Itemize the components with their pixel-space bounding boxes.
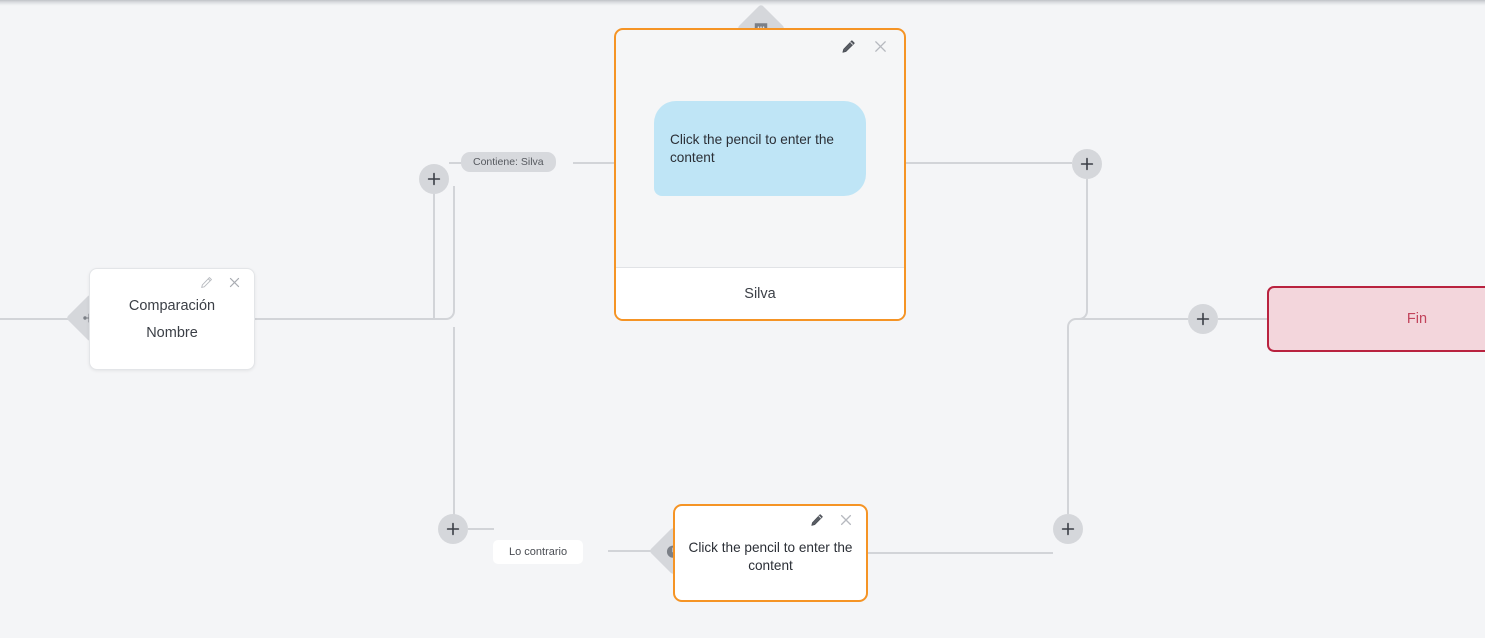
close-icon[interactable] [228, 276, 241, 289]
pencil-icon[interactable] [200, 276, 213, 289]
message-bubble[interactable]: Click the pencil to enter the content [654, 101, 866, 196]
message-node-2[interactable]: Click the pencil to enter the content [673, 504, 868, 602]
add-node-button-top-left[interactable] [419, 164, 449, 194]
pencil-icon[interactable] [810, 513, 824, 527]
add-node-button-end[interactable] [1188, 304, 1218, 334]
comparison-node-tools[interactable] [200, 276, 241, 289]
edge-rightplus-down-to-end [1078, 179, 1188, 320]
comparison-subtitle: Nombre [146, 324, 198, 341]
message-node[interactable]: Click the pencil to enter the content Si… [614, 28, 906, 321]
message-node-2-tools[interactable] [810, 513, 853, 527]
edge-compare-to-top-plus [255, 186, 455, 320]
message-node-2-text[interactable]: Click the pencil to enter the content [688, 540, 853, 573]
comparison-title: Comparación [128, 297, 216, 314]
edge-bottomright-up [1067, 318, 1079, 514]
close-icon[interactable] [839, 513, 853, 527]
add-node-button-top-right[interactable] [1072, 149, 1102, 179]
message-node-footer[interactable]: Silva [616, 267, 904, 319]
edge-label-contrario[interactable]: Lo contrario [493, 540, 584, 564]
window-chrome-strip [0, 0, 1485, 6]
comparison-node[interactable]: Comparación Nombre [89, 268, 255, 370]
close-icon[interactable] [873, 39, 888, 54]
end-node[interactable]: Fin [1267, 286, 1485, 352]
add-node-button-bottom-right[interactable] [1053, 514, 1083, 544]
message-node-tools[interactable] [841, 39, 888, 54]
message-node-body: Click the pencil to enter the content [616, 30, 904, 267]
pencil-icon[interactable] [841, 39, 856, 54]
edge-label-contiene[interactable]: Contiene: Silva [461, 152, 556, 172]
add-node-button-bottom-left[interactable] [438, 514, 468, 544]
